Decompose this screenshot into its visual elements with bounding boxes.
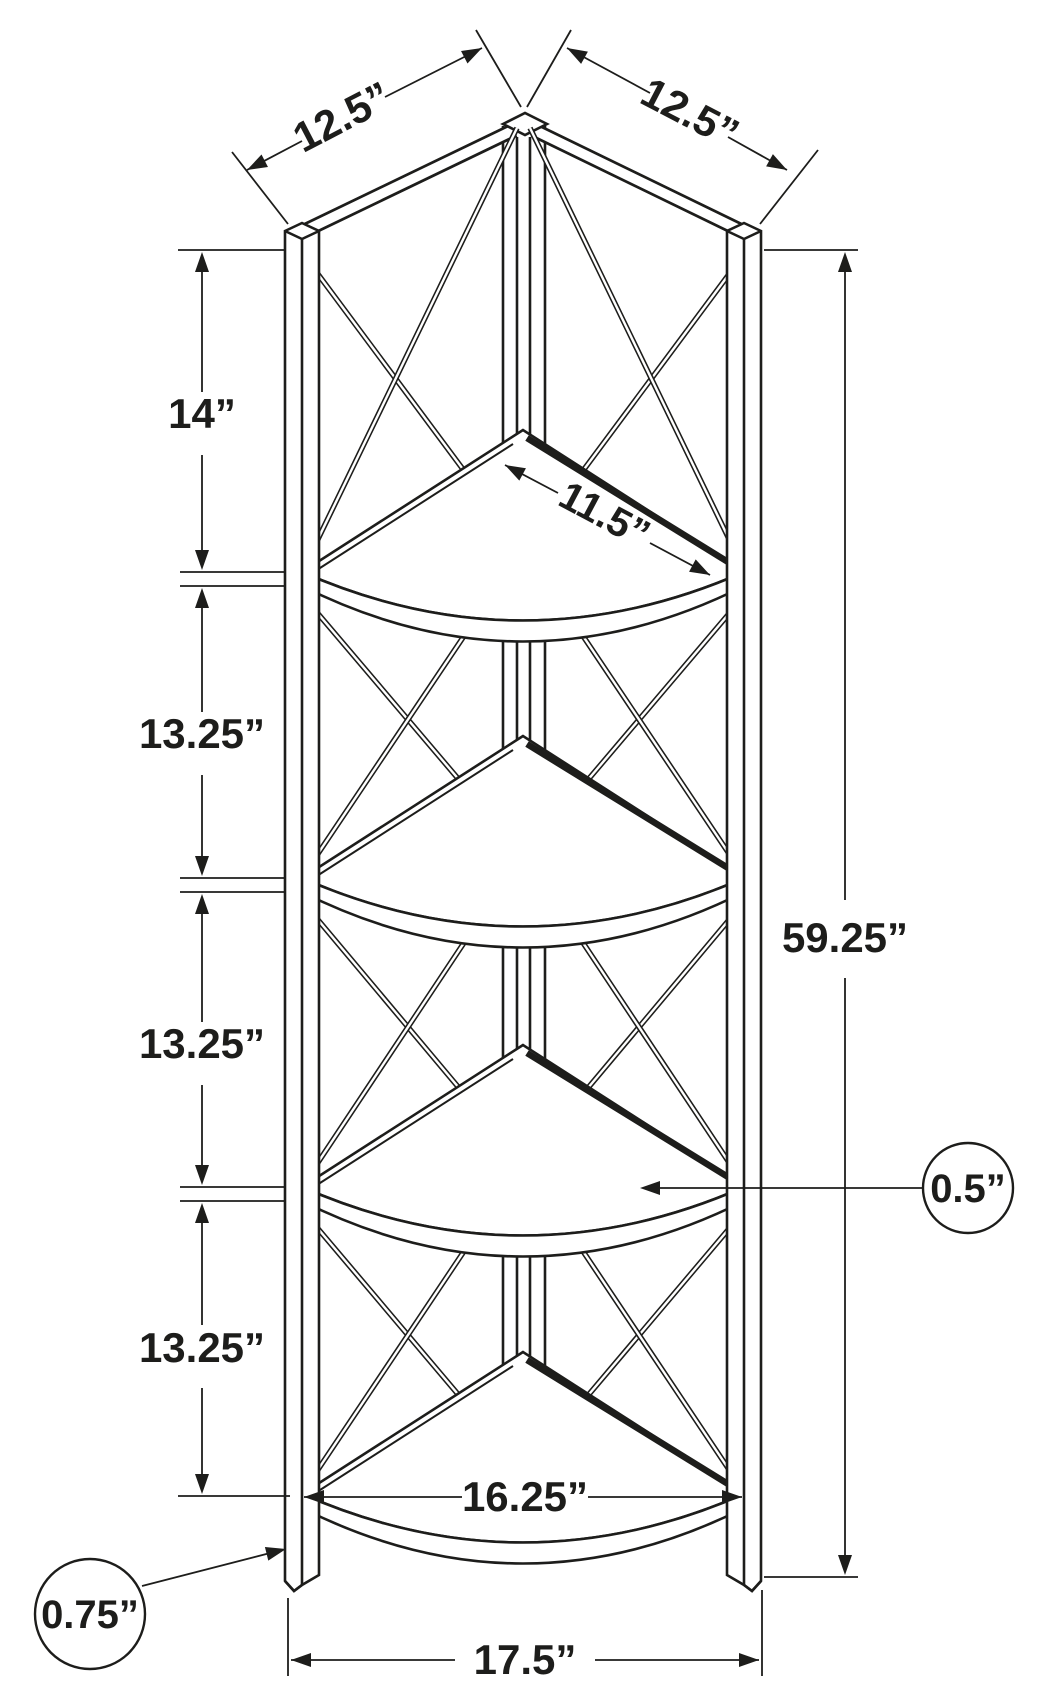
callout-label-frame-thickness: 0.75” (41, 1593, 139, 1637)
dim-overall-width (287, 1590, 763, 1676)
callout-circle (921, 1141, 1015, 1235)
dim-bottom-shelf-width (304, 1490, 742, 1504)
dim-overall-height (764, 249, 858, 1578)
shelf-4-bottom (299, 1350, 747, 1565)
shelf-1 (299, 428, 747, 643)
dim-label-section-height-3: 13.25” (139, 1324, 265, 1371)
callout-circle (33, 1557, 147, 1671)
callout-label-shelf-thickness: 0.5” (930, 1167, 1006, 1211)
dim-height-chain (178, 249, 290, 1497)
dim-label-top-left-width: 12.5” (285, 72, 398, 161)
dim-label-section-height-1: 13.25” (139, 710, 265, 757)
left-outer-post (283, 221, 321, 1593)
top-rails (294, 123, 752, 241)
callout-shelf-thickness: 0.5” (640, 1141, 1015, 1235)
callout-frame-thickness: 0.75” (33, 1542, 288, 1671)
shelf-2 (299, 734, 747, 949)
dim-label-section-height-2: 13.25” (139, 1020, 265, 1067)
dim-label-top-section-height: 14” (168, 390, 236, 437)
right-outer-post (725, 221, 763, 1593)
dim-top-left-width (231, 29, 522, 225)
dim-label-bottom-shelf-width: 16.25” (462, 1473, 588, 1520)
dim-top-right-width (526, 29, 819, 225)
dim-label-overall-height: 59.25” (782, 914, 908, 961)
dim-label-top-right-width: 12.5” (634, 68, 747, 157)
dim-shelf-depth (501, 458, 714, 582)
dim-label-overall-width: 17.5” (474, 1636, 577, 1683)
shelf-3 (299, 1043, 747, 1258)
